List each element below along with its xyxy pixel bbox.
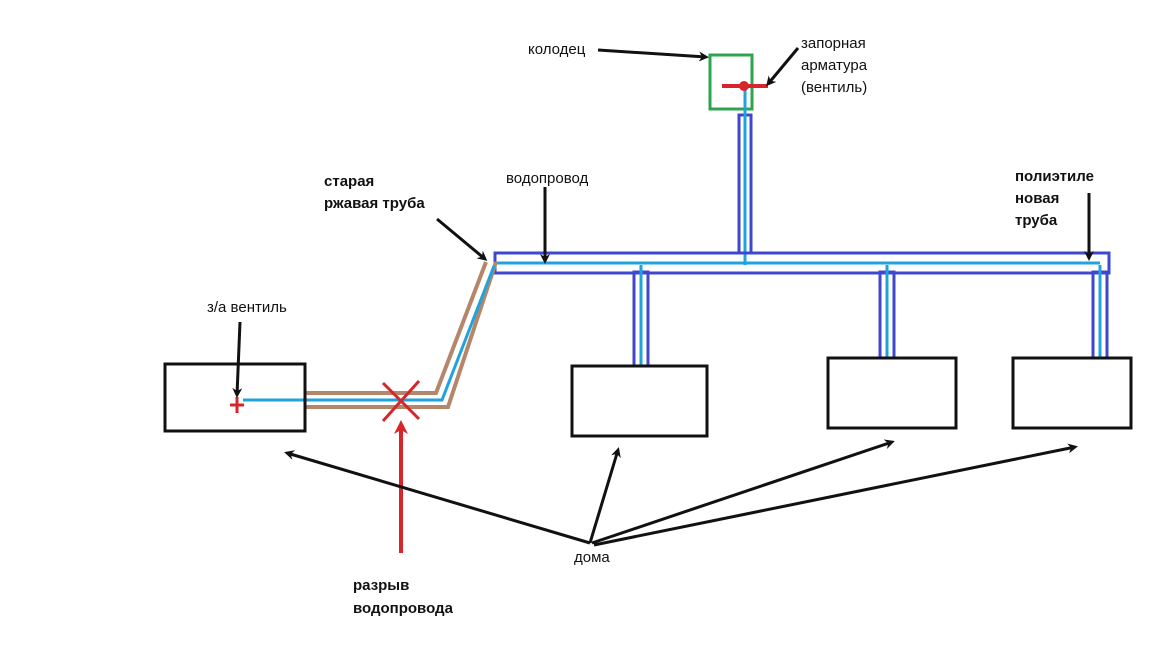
old-rusty-pipe-inner — [305, 261, 488, 395]
label-poly-pipe-3: труба — [1015, 212, 1058, 229]
label-break-1: разрыв — [353, 577, 409, 594]
houses-arrow-2 — [588, 447, 621, 544]
break-mark-icon-2 — [381, 379, 421, 423]
old-rusty-pipe-outer — [305, 261, 498, 409]
label-water-main: водопровод — [506, 170, 589, 187]
old-pipe-water — [243, 265, 496, 402]
label-houses: дома — [574, 549, 610, 566]
house-4 — [1011, 356, 1133, 430]
label-well: колодец — [528, 41, 586, 58]
houses-arrow-1 — [284, 450, 591, 545]
houses-arrow-4 — [593, 443, 1078, 547]
houses-arrow-3 — [591, 439, 895, 545]
well-label-arrow — [597, 48, 709, 62]
label-shutoff-1: запорная — [801, 35, 866, 52]
label-old-pipe-1: старая — [324, 173, 374, 190]
label-shutoff-3: (вентиль) — [801, 79, 867, 96]
label-shutoff-2: арматура — [801, 57, 868, 74]
shutoff-label-arrow — [766, 47, 800, 87]
well-valve-center — [739, 81, 749, 91]
well-box — [708, 53, 754, 111]
house-1 — [163, 362, 307, 433]
old-pipe-label-arrow — [436, 217, 488, 261]
label-poly-pipe-1: полиэтиле — [1015, 168, 1094, 185]
label-break-2: водопровода — [353, 600, 454, 617]
label-poly-pipe-2: новая — [1015, 190, 1059, 207]
house-3 — [826, 356, 958, 430]
house-2 — [570, 364, 709, 438]
label-old-pipe-2: ржавая труба — [324, 195, 425, 212]
label-house-valve: з/а вентиль — [207, 299, 287, 316]
house-valve-label-arrow — [232, 321, 243, 398]
